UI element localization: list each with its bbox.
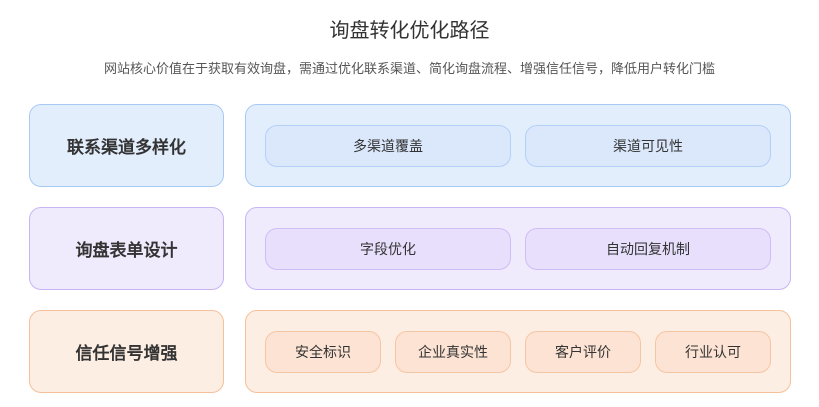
item-pill: 行业认可 <box>655 331 771 373</box>
row-items-inquiry-form: 字段优化 自动回复机制 <box>245 207 791 290</box>
item-pill: 渠道可见性 <box>525 125 771 167</box>
row-label-inquiry-form: 询盘表单设计 <box>29 207 224 290</box>
row-items-trust-signals: 安全标识 企业真实性 客户评价 行业认可 <box>245 310 791 393</box>
item-pill: 安全标识 <box>265 331 381 373</box>
item-pill: 企业真实性 <box>395 331 511 373</box>
row-items-contact-channels: 多渠道覆盖 渠道可见性 <box>245 104 791 187</box>
row-label-trust-signals: 信任信号增强 <box>29 310 224 393</box>
page-title: 询盘转化优化路径 <box>329 18 490 42</box>
item-pill: 自动回复机制 <box>525 228 771 270</box>
item-pill: 多渠道覆盖 <box>265 125 511 167</box>
row-label-contact-channels: 联系渠道多样化 <box>29 104 224 187</box>
item-pill: 字段优化 <box>265 228 511 270</box>
item-pill: 客户评价 <box>525 331 641 373</box>
page-subtitle: 网站核心价值在于获取有效询盘，需通过优化联系渠道、简化询盘流程、增强信任信号，降… <box>103 62 715 77</box>
